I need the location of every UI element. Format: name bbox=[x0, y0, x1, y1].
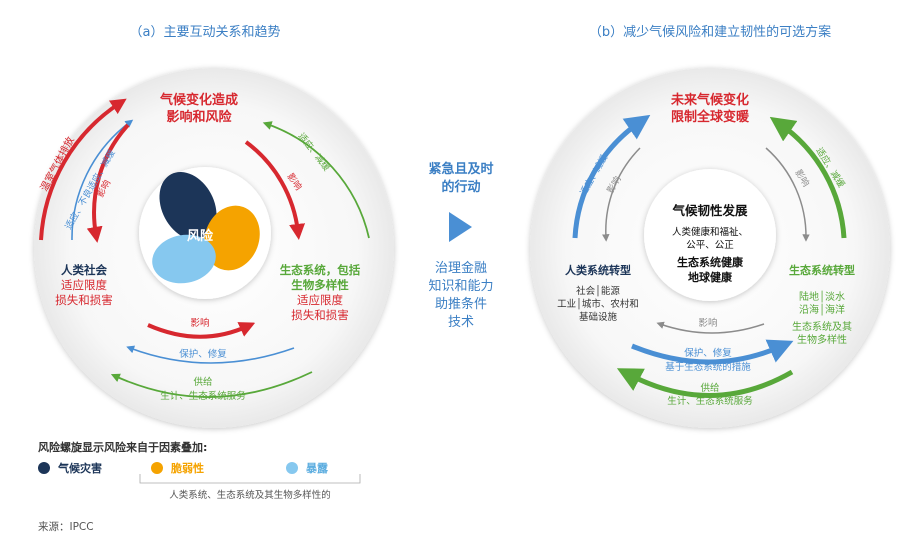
panel-a-right-title-1: 生态系统，包括 bbox=[280, 263, 361, 277]
panel-b-blue-bottom-arc bbox=[631, 339, 794, 365]
hazard-blob bbox=[159, 171, 217, 241]
vulnerability-blob bbox=[204, 205, 260, 271]
panel-b-gray-right-arc bbox=[765, 147, 810, 242]
enablers-line-3: 助推条件 bbox=[435, 296, 487, 312]
panel-a-left-sub-2: 损失和损害 bbox=[55, 293, 113, 307]
panel-a-red-right-arc bbox=[244, 140, 306, 240]
panel-a-red-left-inner-arc bbox=[86, 123, 130, 243]
middle-column: 紧急且及时 的行动 治理金融 知识和能力 助推条件 技术 bbox=[428, 161, 493, 330]
legend-bracket bbox=[139, 474, 361, 484]
panel-a-right-sub-2: 损失和损害 bbox=[291, 308, 349, 322]
panel-b-bottom-blue-1: 保护、修复 bbox=[684, 347, 732, 359]
panel-b-center-line-4: 地球健康 bbox=[688, 270, 733, 284]
legend-vulnerability-label: 脆弱性 bbox=[170, 461, 204, 475]
panel-a-right-sub-1: 适应限度 bbox=[297, 293, 343, 307]
panel-a-bottom-blue-label: 保护、修复 bbox=[179, 348, 227, 360]
legend-title: 风险螺旋显示风险来自于因素叠加: bbox=[38, 440, 207, 454]
panel-b-blue-left-arc bbox=[572, 114, 651, 239]
panel-b-green-bottom-arc bbox=[616, 368, 794, 398]
panel-a: （a）主要互动关系和趋势 风险 气候变化造成 影响和风险 人类社会 适应限度 损… bbox=[34, 24, 394, 428]
panel-b-green-right-arc bbox=[769, 116, 847, 239]
panel-b-right-item-3: 生态系统及其 bbox=[792, 320, 852, 333]
panel-b-caption: （b）减少气候风险和建立韧性的可选方案 bbox=[589, 24, 831, 40]
panel-b-left-item-2: 工业│城市、农村和 bbox=[557, 298, 639, 310]
legend-exposure-label: 暴露 bbox=[305, 462, 329, 475]
panel-b-bottom-gray-label: 影响 bbox=[698, 317, 717, 329]
panel-b-center-disc bbox=[644, 169, 776, 301]
enablers-line-4: 技术 bbox=[448, 315, 474, 330]
play-arrow-icon bbox=[449, 212, 472, 242]
legend-hazard-label: 气候灾害 bbox=[57, 461, 102, 475]
panel-b-right-item-2: 沿海│海洋 bbox=[799, 303, 845, 316]
panel-b-gray-bottom-arc bbox=[656, 321, 765, 334]
panel-a-bottom-green-2: 生计、生态系统服务 bbox=[160, 390, 246, 402]
panel-b-left-item-3: 基础设施 bbox=[579, 311, 618, 323]
panel-a-left-title: 人类社会 bbox=[61, 263, 107, 277]
panel-b-right-title: 生态系统转型 bbox=[789, 263, 855, 277]
urgent-action-line-1: 紧急且及时 bbox=[428, 161, 493, 177]
source-label: 来源：IPCC bbox=[38, 520, 94, 533]
panel-b-bottom-green-1: 供给 bbox=[700, 382, 720, 394]
panel-a-top-title-2: 影响和风险 bbox=[166, 109, 232, 125]
panel-b-center-line-3: 生态系统健康 bbox=[677, 255, 744, 269]
panel-a-green-right-arc bbox=[262, 121, 370, 239]
panel-a-center-label: 风险 bbox=[187, 228, 214, 244]
panel-b-bottom-blue-2: 基于生态系统的措施 bbox=[665, 361, 751, 373]
panel-b-left-title: 人类系统转型 bbox=[565, 263, 631, 277]
panel-a-red-outer-arc bbox=[39, 98, 127, 241]
legend: 风险螺旋显示风险来自于因素叠加: 气候灾害 脆弱性 暴露 人类系统、生态系统及其… bbox=[38, 440, 361, 533]
panel-a-blue-bottom-arc bbox=[126, 345, 295, 364]
enablers-line-1: 治理金融 bbox=[435, 260, 487, 276]
panel-b-center-line-2: 公平、公正 bbox=[686, 240, 734, 251]
panel-b-bottom-green-2: 生计、生态系统服务 bbox=[667, 395, 753, 407]
panel-a-blue-inner-left-arc bbox=[71, 119, 134, 241]
panel-a-bottom-green-1: 供给 bbox=[193, 376, 213, 388]
panel-a-caption: （a）主要互动关系和趋势 bbox=[130, 24, 281, 40]
panel-b-gray-left-arc bbox=[602, 147, 641, 242]
panel-b: （b）减少气候风险和建立韧性的可选方案 气候韧性发展 人类健康和福祉、 公平、公… bbox=[530, 24, 890, 428]
legend-vulnerability-dot bbox=[151, 462, 163, 474]
panel-b-top-title-1: 未来气候变化 bbox=[670, 92, 749, 108]
panel-b-center-title: 气候韧性发展 bbox=[671, 203, 748, 218]
panel-a-bottom-red-label: 影响 bbox=[190, 317, 209, 329]
legend-bracket-note: 人类系统、生态系统及其生物多样性的 bbox=[169, 489, 331, 501]
legend-hazard-dot bbox=[38, 462, 50, 474]
panel-a-top-title-1: 气候变化造成 bbox=[160, 92, 238, 108]
panel-b-left-item-1: 社会│能源 bbox=[576, 285, 620, 297]
exposure-blob bbox=[152, 234, 216, 284]
panel-b-right-item-1: 陆地│淡水 bbox=[799, 290, 845, 303]
enablers-line-2: 知识和能力 bbox=[428, 278, 493, 294]
panel-a-right-title-2: 生物多样性 bbox=[291, 278, 349, 292]
panel-b-center-line-1: 人类健康和福祉、 bbox=[672, 226, 748, 238]
panel-a-green-bottom-arc bbox=[110, 371, 313, 398]
panel-a-left-sub-1: 适应限度 bbox=[61, 278, 107, 292]
panel-b-right-item-4: 生物多样性 bbox=[797, 333, 847, 346]
panel-b-top-title-2: 限制全球变暖 bbox=[671, 109, 750, 125]
legend-exposure-dot bbox=[286, 462, 298, 474]
urgent-action-line-2: 的行动 bbox=[441, 179, 480, 195]
panel-a-red-bottom-arc bbox=[147, 322, 256, 339]
